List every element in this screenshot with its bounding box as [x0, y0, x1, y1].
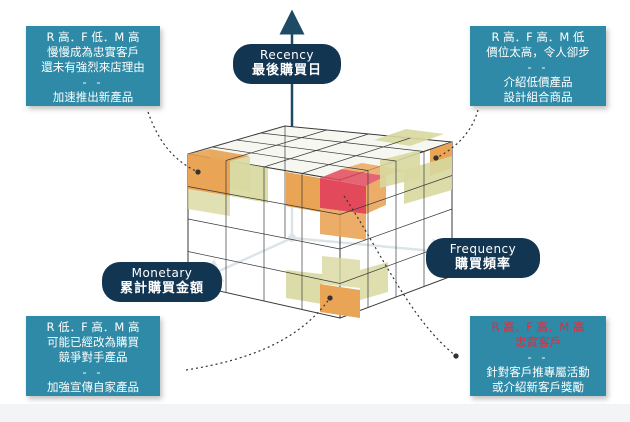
grid-line-top: [263, 133, 369, 168]
grid-line-top: [301, 137, 411, 174]
cube-grid: [187, 129, 453, 310]
recency-label-en: Recency: [260, 48, 314, 62]
cell-olive: [360, 262, 388, 300]
cell-tan: [320, 284, 360, 318]
box-top-right-line4: 設計組合商品: [503, 90, 573, 104]
box-top-right-line2: 價位太高，令人卻步: [486, 45, 590, 59]
recency-label: Recency 最後購買日: [233, 44, 341, 84]
box-top-right-line3: 介紹低價產品: [503, 75, 573, 89]
box-bottom-left-line2: 可能已經改為購買: [47, 335, 139, 349]
box-top-left: R 高．F 低．M 高 慢慢成為忠實客戶 還未有強烈來店理由 - - 加速推出新…: [26, 26, 160, 106]
box-bottom-right-line2: 忠實客戶: [515, 335, 561, 349]
connector-bottom-right: [343, 195, 459, 359]
grid-line-front: [187, 218, 341, 250]
box-top-left-line4: 加速推出新產品: [52, 90, 134, 104]
grid-line-front: [187, 251, 341, 284]
box-top-left-line1: R 高．F 低．M 高: [46, 30, 140, 44]
box-bottom-right: R 高．F 高．M 高 忠實客戶 - - 針對客戶推專屬活動 或介紹新客戶獎勵: [470, 316, 606, 396]
rfm-cube-art: [147, 9, 479, 371]
box-top-right-line1: R 高．F 高．M 低: [491, 30, 585, 44]
box-bottom-left-line4: 加強宣傳自家產品: [47, 380, 139, 394]
grid-line-right: [339, 208, 453, 250]
monetary-label-en: Monetary: [131, 266, 193, 280]
frequency-label-en: Frequency: [449, 242, 517, 256]
connector-top-left: [147, 111, 201, 175]
box-bottom-left-line3: 競爭對手產品: [58, 350, 128, 364]
cell-olive: [188, 189, 230, 216]
frequency-label: Frequency 購買頻率: [426, 238, 540, 278]
cell-olive: [404, 156, 452, 204]
box-top-left-sep: - -: [82, 75, 104, 89]
cell-olive: [286, 270, 322, 304]
cell-olive: [230, 161, 268, 203]
cell-tan: [188, 154, 230, 196]
box-top-right-sep: - -: [527, 60, 549, 74]
box-top-left-line2: 慢慢成為忠實客戶: [47, 45, 139, 59]
grid-line-top: [260, 132, 425, 152]
cell-olive: [320, 208, 366, 240]
box-bottom-left-sep: - -: [82, 365, 104, 379]
cell-olive-top: [374, 129, 444, 146]
monetary-label: Monetary 累計購買金額: [102, 262, 222, 302]
box-top-right: R 高．F 高．M 低 價位太高，令人卻步 - - 介紹低價產品 設計組合商品: [470, 26, 606, 106]
box-bottom-right-line1: R 高．F 高．M 高: [491, 320, 585, 334]
recency-label-zh: 最後購買日: [251, 63, 322, 78]
box-top-left-line3: 還未有強烈來店理由: [41, 60, 145, 74]
box-bottom-right-sep: - -: [527, 350, 549, 364]
cell-tan: [286, 172, 320, 212]
cell-red: [320, 178, 366, 214]
connector-top-right: [433, 109, 479, 161]
box-bottom-right-line3: 針對客戶推專屬活動: [486, 365, 590, 379]
box-bottom-left: R 低．F 高．M 高 可能已經改為購買 競爭對手產品 - - 加強宣傳自家產品: [26, 316, 160, 396]
box-bottom-left-line1: R 低．F 高．M 高: [46, 320, 140, 334]
box-bottom-right-line4: 或介紹新客戶獎勵: [492, 380, 584, 394]
monetary-label-zh: 累計購買金額: [119, 281, 204, 296]
frequency-label-zh: 購買頻率: [454, 257, 511, 272]
bottom-shade: [0, 404, 630, 422]
cell-red-top: [320, 169, 386, 186]
